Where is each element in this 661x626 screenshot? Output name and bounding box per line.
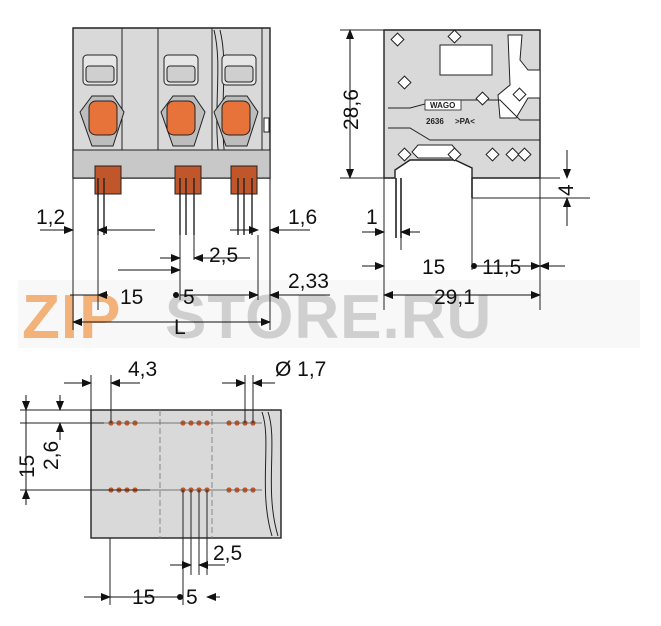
dim-pitch-half: 2,5 <box>209 244 238 267</box>
front-dimension-lines <box>40 226 330 326</box>
dim-right-gap: 1,6 <box>288 206 317 229</box>
pole-2 <box>160 54 206 195</box>
dim-edge: 2,33 <box>288 270 329 293</box>
dim-row-2-6: 2,6 <box>40 441 63 470</box>
dim-hole-dia: Ø 1,7 <box>275 358 326 381</box>
bottom-hidden-lines <box>159 410 213 538</box>
bottom-dimension-lines <box>22 379 275 601</box>
dim-pin-len: 4 <box>555 184 578 196</box>
dim-pitch-15: 15 <box>120 286 143 309</box>
front-view: 1,2 1,6 2,5 15 5 2,33 L <box>36 27 330 339</box>
pole-1 <box>79 54 125 195</box>
side-view: WAGO 2636 >PA< <box>340 29 590 310</box>
dim-pitch-2-5: 2,5 <box>213 542 242 565</box>
part-code: 2636 <box>426 117 444 126</box>
bottom-view: 4,3 Ø 1,7 15 2,6 2,5 15 5 <box>16 358 326 609</box>
front-extension-lines <box>72 178 271 330</box>
watermark-zip: ZIP <box>22 283 121 352</box>
front-pins <box>97 178 253 235</box>
dim-hole-offset: 4,3 <box>128 358 157 381</box>
watermark: ZIP STORE.RU <box>18 280 640 352</box>
dim-pin-w: 1 <box>366 206 378 229</box>
dim-width-11-5: 11,5 <box>482 256 521 279</box>
dim-length: L <box>174 316 186 339</box>
side-dimension-lines <box>346 29 571 299</box>
side-diamonds <box>390 29 532 162</box>
dim-height: 28,6 <box>340 89 363 130</box>
brand-mark: WAGO <box>430 101 455 110</box>
dim-left-gap: 1,2 <box>36 206 65 229</box>
material-mark: >PA< <box>455 117 475 126</box>
dim-bottom-5: 5 <box>186 586 198 609</box>
side-pins <box>395 178 473 238</box>
dim-bottom-15: 15 <box>132 586 155 609</box>
dim-row-15: 15 <box>16 455 39 478</box>
dim-depth: 29,1 <box>434 286 475 309</box>
dim-width-15: 15 <box>422 256 445 279</box>
dim-pitch-5: 5 <box>183 286 195 309</box>
